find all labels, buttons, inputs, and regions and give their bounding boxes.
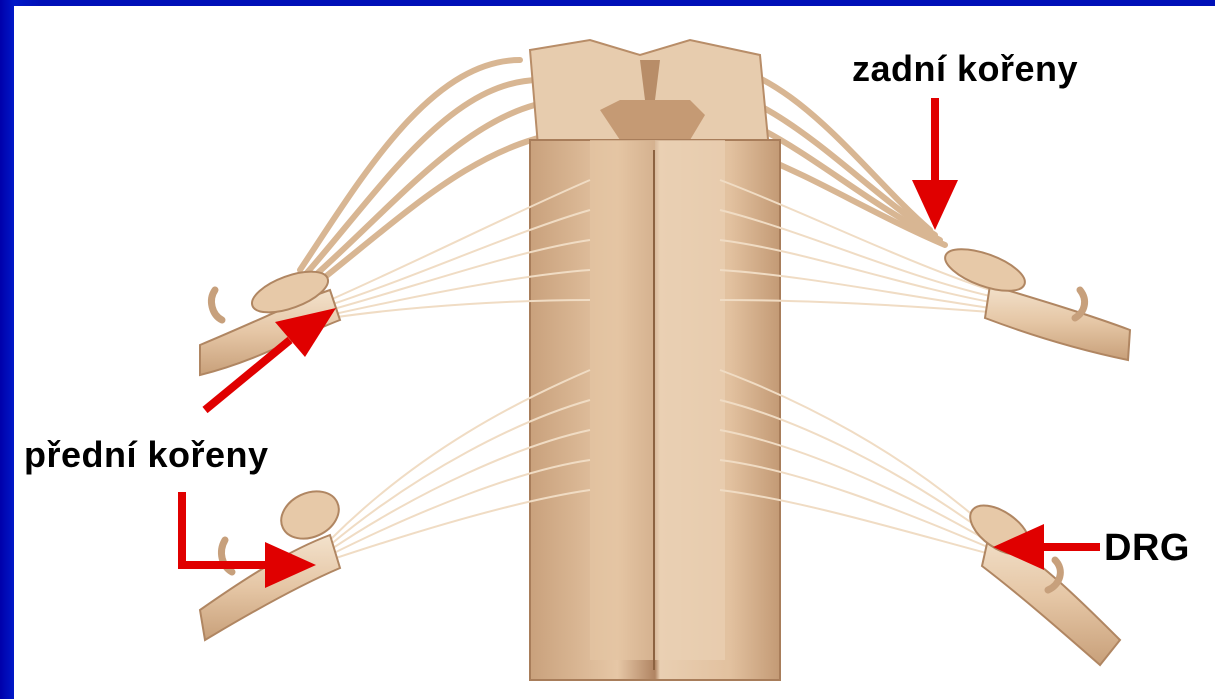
dorsal-root-ganglion-lower-left [274,482,347,547]
drg-label: DRG [1104,527,1190,570]
dorsal-roots-label: zadní kořeny [852,48,1078,90]
arrow-icon [912,98,958,230]
anterior-column-right [655,140,725,660]
spinal-nerve-lower-right [962,496,1120,665]
spinal-nerve-upper-right [940,241,1130,360]
anterior-column-left [590,140,655,660]
ventral-roots-label: přední kořeny [24,434,269,476]
dorsal-root-ganglion-upper-right [940,241,1030,300]
